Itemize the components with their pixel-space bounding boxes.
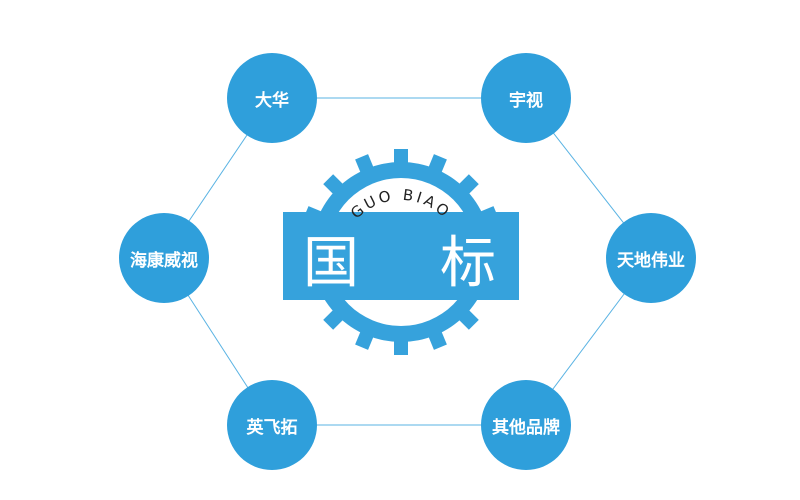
node-label: 其他品牌: [492, 417, 560, 438]
node-yushi: 宇视: [481, 53, 571, 143]
node-tiandi: 天地伟业: [606, 213, 696, 303]
node-haikang: 海康威视: [119, 213, 209, 303]
logo-char-right: 标: [440, 231, 496, 296]
node-dahua: 大华: [227, 53, 317, 143]
logo-char-left: 国: [303, 231, 359, 296]
node-label: 宇视: [509, 90, 543, 111]
node-label: 大华: [255, 90, 289, 111]
node-label: 英飞拓: [246, 417, 298, 438]
node-label: 天地伟业: [617, 250, 685, 271]
node-label: 海康威视: [130, 250, 198, 271]
gear-icon: GUO BIAO 国 标: [283, 149, 519, 355]
node-yingfeituo: 英飞拓: [227, 380, 317, 470]
node-other-brands: 其他品牌: [481, 380, 571, 470]
guobiao-logo: GUO BIAO 国 标: [283, 146, 519, 358]
